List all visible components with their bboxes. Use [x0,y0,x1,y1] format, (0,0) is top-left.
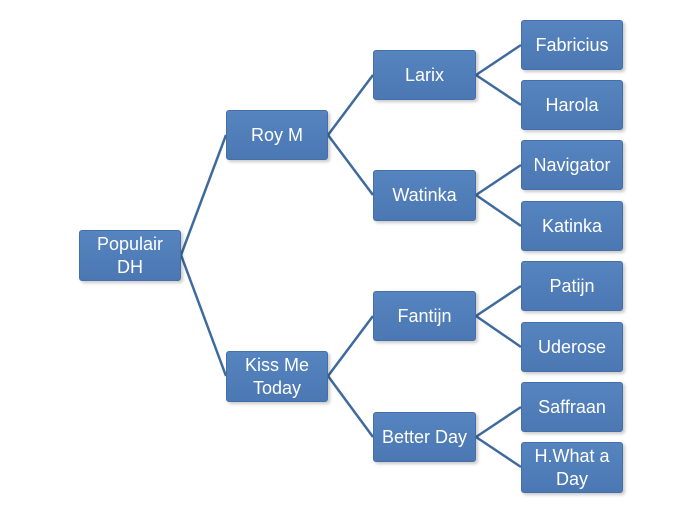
connector-roy-m-watinka [327,134,374,196]
connector-watinka-katinka [475,193,522,228]
node-watinka[interactable]: Watinka [373,170,476,221]
node-roy-m[interactable]: Roy M [226,110,328,160]
node-larix[interactable]: Larix [373,50,476,100]
node-navigator[interactable]: Navigator [521,140,623,190]
connector-root-kiss-me-today [179,254,228,377]
connector-kiss-me-today-fantijn [327,315,374,377]
connector-better-day-saffraan [475,405,522,439]
connector-kiss-me-today-better-day [326,375,375,438]
connector-watinka-navigator [475,163,522,197]
node-patijn[interactable]: Patijn [521,261,623,311]
node-fabricius[interactable]: Fabricius [521,20,623,70]
node-saffraan[interactable]: Saffraan [521,382,623,432]
node-better-day[interactable]: Better Day [373,412,476,462]
connector-fantijn-patijn [475,284,522,318]
connector-root-roy-m [179,134,228,256]
connector-larix-fabricius [475,43,522,77]
connector-roy-m-larix [327,74,374,136]
connector-fantijn-uderose [475,314,522,349]
node-h-what-a-day[interactable]: H.What a Day [521,442,623,493]
connector-better-day-h-what-a-day [475,435,522,469]
connector-larix-harola [475,73,522,107]
node-kiss-me-today[interactable]: Kiss Me Today [226,351,328,402]
node-uderose[interactable]: Uderose [521,322,623,372]
node-fantijn[interactable]: Fantijn [373,291,476,341]
node-harola[interactable]: Harola [521,80,623,130]
node-populair-dh[interactable]: Populair DH [79,230,181,281]
node-katinka[interactable]: Katinka [521,201,623,251]
